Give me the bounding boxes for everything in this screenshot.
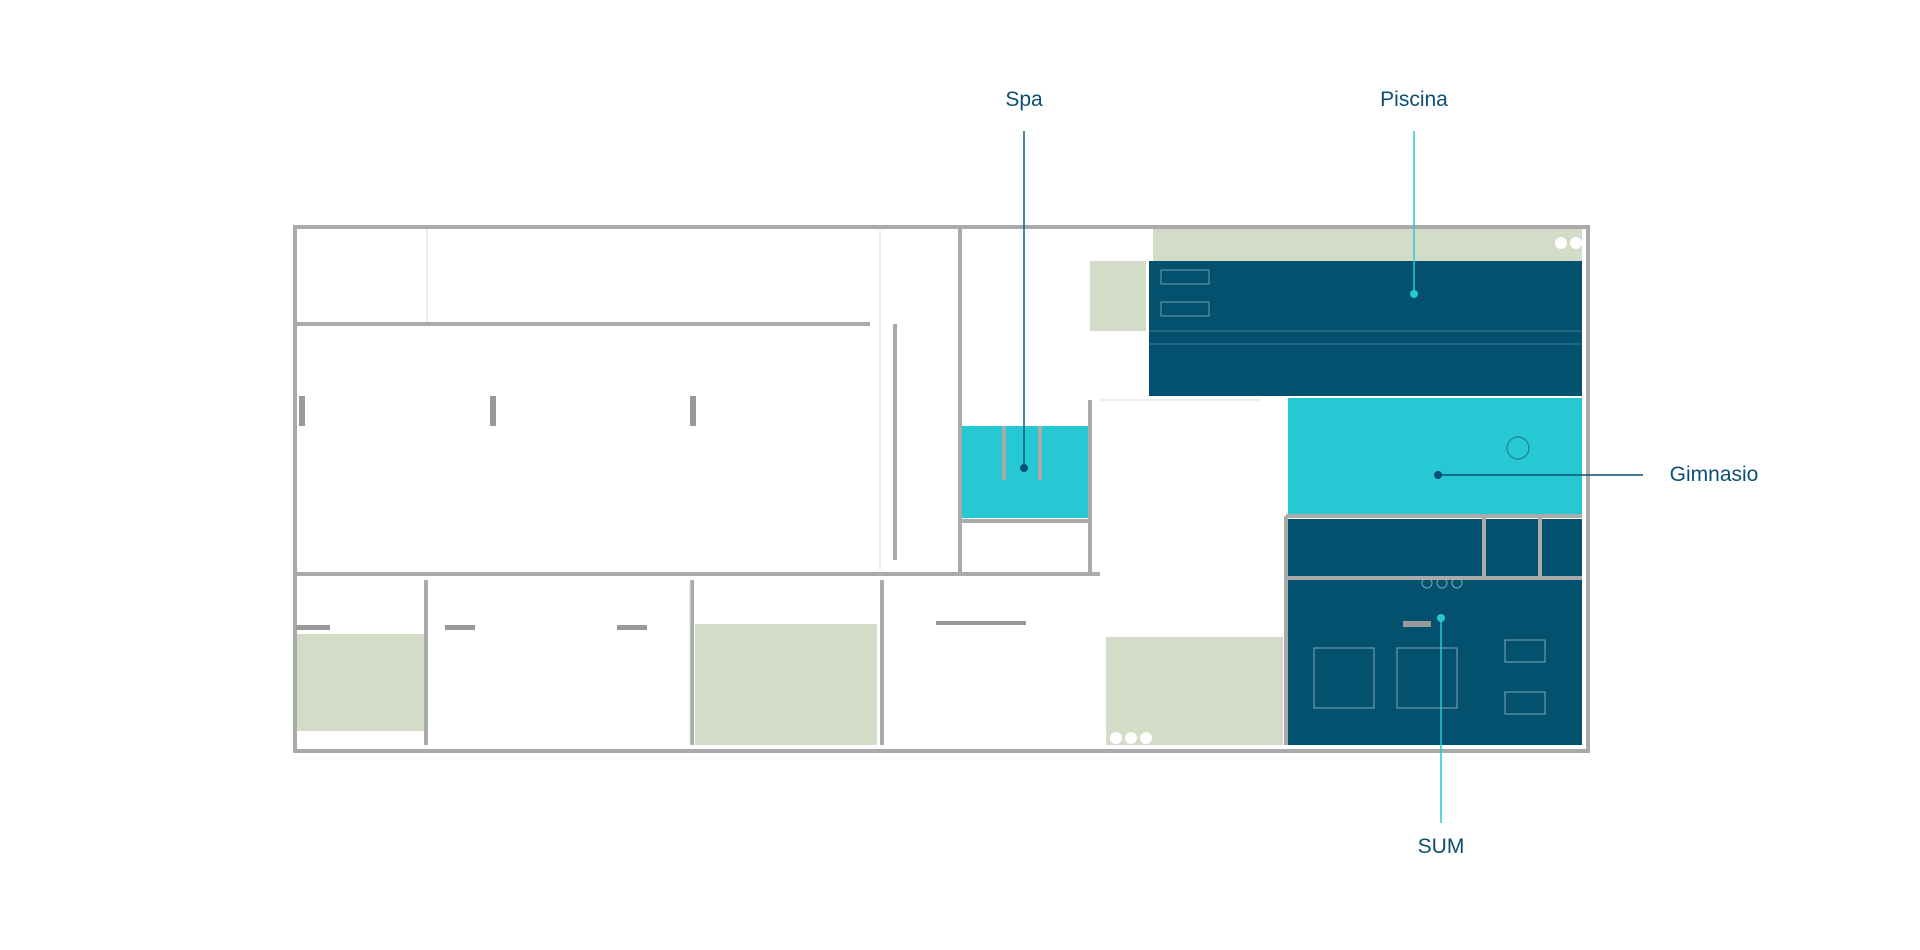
sum-label: SUM bbox=[1417, 835, 1465, 858]
gimnasio-label: Gimnasio bbox=[1669, 463, 1759, 486]
spa-label: Spa bbox=[1005, 88, 1043, 111]
walls bbox=[293, 225, 1590, 753]
garden-small bbox=[1090, 261, 1146, 331]
sum-zone bbox=[1286, 519, 1582, 745]
spa-marker bbox=[1020, 464, 1028, 472]
piscina-label: Piscina bbox=[1380, 88, 1448, 111]
garden-top bbox=[1153, 229, 1582, 261]
garden-middle bbox=[695, 624, 877, 745]
garden-right bbox=[1106, 637, 1283, 745]
spa-zone bbox=[960, 426, 1090, 518]
piscina-zone bbox=[1149, 261, 1582, 396]
piscina-marker bbox=[1410, 290, 1418, 298]
sum-marker bbox=[1437, 614, 1445, 622]
gimnasio-zone bbox=[1288, 398, 1582, 514]
garden-left bbox=[295, 634, 426, 731]
gimnasio-marker bbox=[1434, 471, 1442, 479]
garden-areas bbox=[295, 229, 1582, 745]
